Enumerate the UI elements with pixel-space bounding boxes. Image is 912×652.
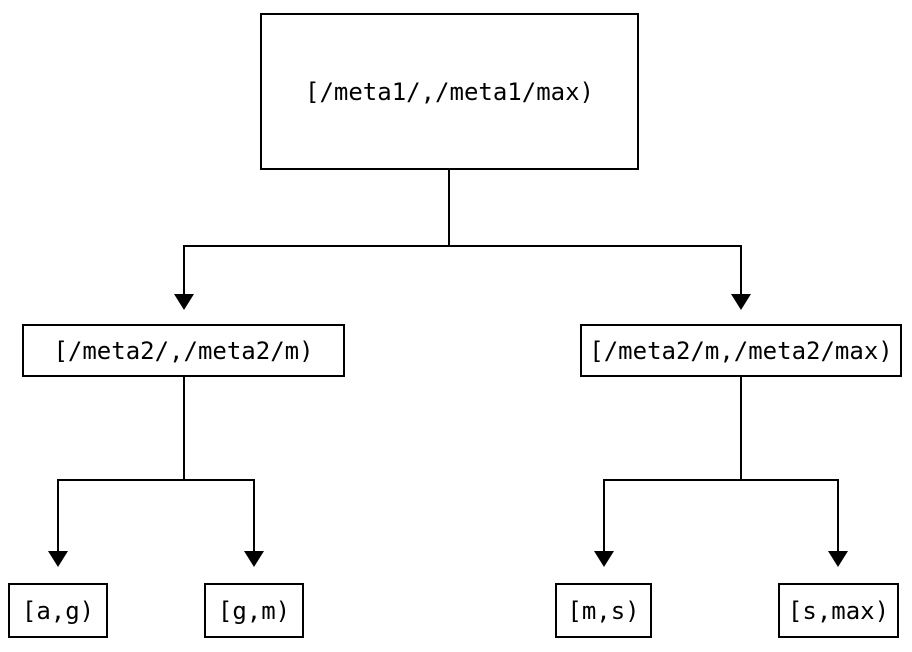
arrowhead-down-icon bbox=[594, 551, 614, 567]
edge-line bbox=[183, 169, 450, 296]
arrowhead-down-icon bbox=[48, 551, 68, 567]
arrowhead-down-icon bbox=[244, 551, 264, 567]
node-label: [s,max) bbox=[787, 596, 890, 625]
node-leaf-m-s: [m,s) bbox=[555, 583, 652, 638]
edge-meta2-high-to-leaf-smax bbox=[740, 377, 848, 567]
edge-meta2-low-to-leaf-ag bbox=[48, 377, 185, 567]
node-leaf-g-m: [g,m) bbox=[204, 583, 304, 638]
node-root-meta1-range: [/meta1/,/meta1/max) bbox=[260, 13, 639, 170]
edge-line bbox=[603, 377, 742, 553]
node-label: [a,g) bbox=[21, 596, 95, 625]
node-label: [/meta2/,/meta2/m) bbox=[53, 336, 314, 365]
node-meta2-low-range: [/meta2/,/meta2/m) bbox=[22, 324, 345, 377]
node-leaf-a-g: [a,g) bbox=[8, 583, 108, 638]
edge-meta2-high-to-leaf-ms bbox=[594, 377, 742, 567]
node-leaf-s-max: [s,max) bbox=[778, 583, 899, 638]
edge-meta2-low-to-leaf-gm bbox=[183, 377, 264, 567]
edge-line bbox=[448, 169, 742, 296]
node-label: [m,s) bbox=[567, 596, 640, 625]
edge-root-to-meta2-low bbox=[174, 169, 450, 310]
edge-line bbox=[57, 377, 185, 553]
arrowhead-down-icon bbox=[828, 551, 848, 567]
arrowhead-down-icon bbox=[174, 294, 194, 310]
node-meta2-high-range: [/meta2/m,/meta2/max) bbox=[580, 324, 902, 377]
edge-line bbox=[183, 377, 255, 553]
edge-line bbox=[740, 377, 839, 553]
arrowhead-down-icon bbox=[731, 294, 751, 310]
edge-root-to-meta2-high bbox=[448, 169, 751, 310]
node-label: [g,m) bbox=[217, 596, 291, 625]
node-label: [/meta1/,/meta1/max) bbox=[305, 77, 594, 106]
node-label: [/meta2/m,/meta2/max) bbox=[589, 336, 893, 365]
